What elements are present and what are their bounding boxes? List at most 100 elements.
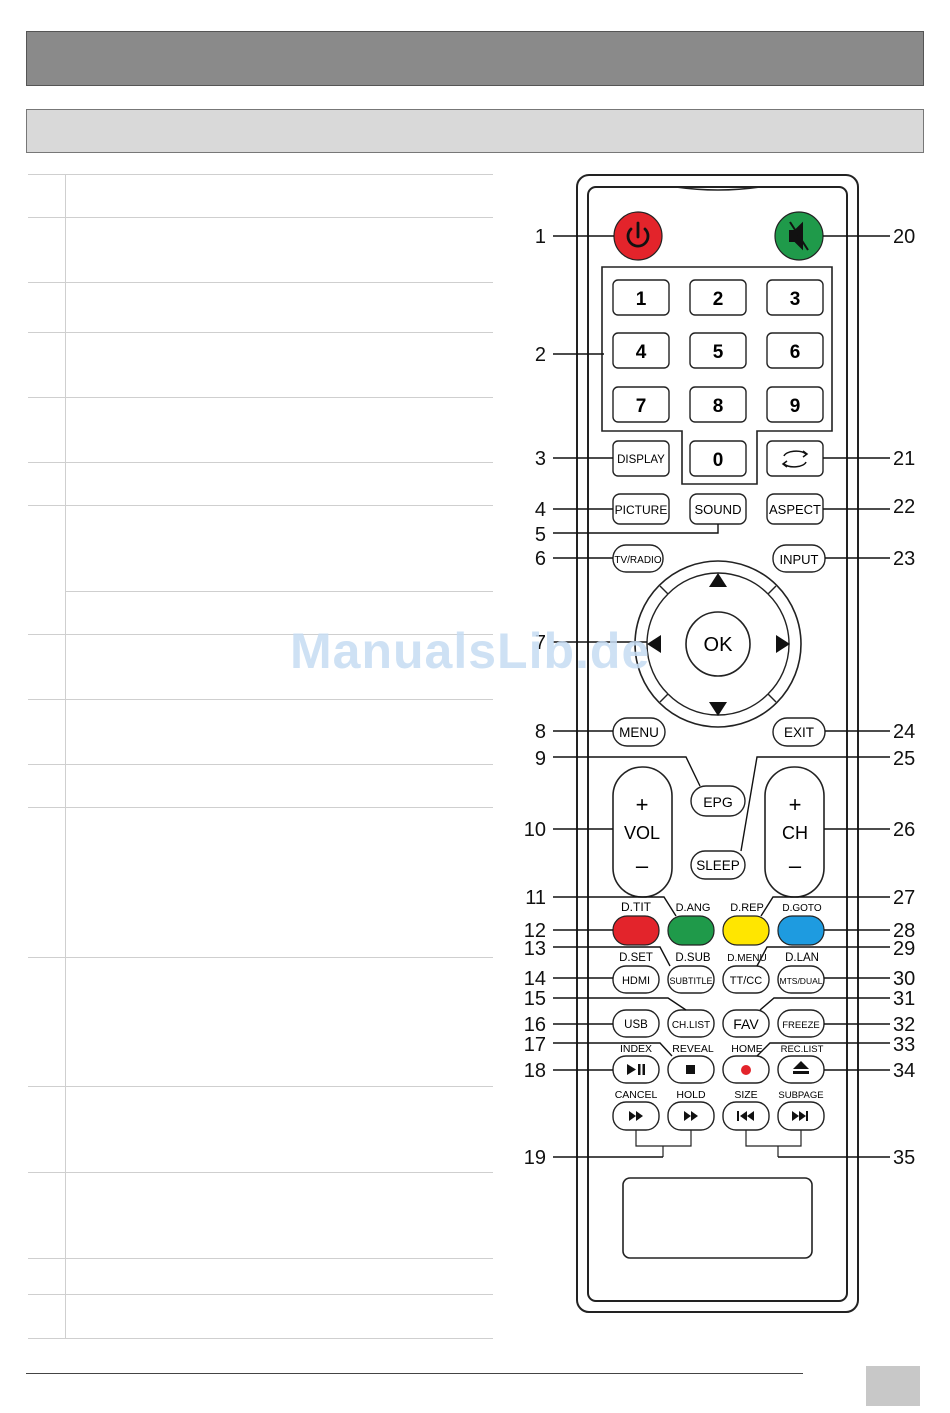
- callout-8: 8: [535, 721, 546, 743]
- ok-button[interactable]: [685, 611, 751, 677]
- digit-6-label: 6: [790, 342, 801, 363]
- mts-dual-button[interactable]: [777, 965, 825, 994]
- sleep-button[interactable]: [690, 850, 746, 880]
- freeze-label: FREEZE: [782, 1020, 819, 1031]
- callout-12: 12: [524, 920, 546, 942]
- sleep-label: SLEEP: [696, 858, 740, 873]
- rec-list-label: REC.LIST: [781, 1044, 824, 1055]
- d-ang-label: D.ANG: [676, 902, 711, 914]
- subpage-label: SUBPAGE: [778, 1090, 823, 1101]
- callout-20: 20: [893, 226, 915, 248]
- ok-label: OK: [704, 634, 734, 656]
- d-rep-label: D.REP: [730, 902, 764, 914]
- digit-9-button[interactable]: [766, 386, 824, 423]
- callout-14: 14: [524, 968, 546, 990]
- callout-16: 16: [524, 1014, 546, 1036]
- callout-numbers-left: 1 2 3 4 5 6 7 8 9 10 11 12 13 14 15 16 1…: [524, 226, 546, 1169]
- table-row-line: [28, 1258, 493, 1259]
- exit-button[interactable]: [772, 717, 826, 747]
- channel-label: CH: [782, 823, 808, 843]
- table-row-line: [28, 764, 493, 765]
- digit-5-label: 5: [713, 342, 724, 363]
- callout-32: 32: [893, 1014, 915, 1036]
- nav-right-arrow-icon[interactable]: [776, 635, 790, 653]
- remote-top-notch: [675, 186, 761, 191]
- recall-icon: [781, 450, 809, 468]
- digit-4-label: 4: [636, 342, 647, 363]
- green-button[interactable]: [667, 915, 715, 946]
- digit-2-label: 2: [713, 289, 724, 310]
- ch-list-button[interactable]: [667, 1009, 715, 1038]
- callout-28: 28: [893, 920, 915, 942]
- cancel-label: CANCEL: [615, 1089, 658, 1101]
- digit-1-label: 1: [636, 289, 647, 310]
- rewind-icon: [629, 1111, 643, 1121]
- callout-22: 22: [893, 496, 915, 518]
- callout-29: 29: [893, 938, 915, 960]
- callout-34: 34: [893, 1060, 915, 1082]
- subtitle-label: SUBTITLE: [669, 976, 712, 986]
- table-row-line: [28, 505, 493, 506]
- epg-label: EPG: [703, 794, 733, 810]
- table-column-divider: [65, 174, 66, 1339]
- epg-button[interactable]: [690, 785, 746, 817]
- digit-8-button[interactable]: [689, 386, 747, 423]
- menu-button[interactable]: [612, 717, 666, 747]
- fav-button[interactable]: [722, 1009, 770, 1038]
- nav-up-arrow-icon[interactable]: [709, 573, 727, 587]
- callout-10: 10: [524, 819, 546, 841]
- callout-13: 13: [524, 938, 546, 960]
- digit-5-button[interactable]: [689, 332, 747, 369]
- recall-button[interactable]: [766, 440, 824, 477]
- digit-4-button[interactable]: [612, 332, 670, 369]
- digit-0-button[interactable]: [689, 440, 747, 477]
- description-table: [28, 174, 493, 1339]
- size-label: SIZE: [734, 1089, 757, 1101]
- hdmi-label: HDMI: [622, 975, 650, 987]
- digit-1-button[interactable]: [612, 279, 670, 316]
- display-label: DISPLAY: [617, 454, 665, 466]
- hold-label: HOLD: [676, 1089, 706, 1101]
- digit-2-button[interactable]: [689, 279, 747, 316]
- channel-up-label: +: [789, 792, 802, 817]
- bracket-35: [745, 1130, 802, 1157]
- nav-down-arrow-icon[interactable]: [709, 702, 727, 716]
- table-row-line: [28, 462, 493, 463]
- record-icon: [741, 1065, 751, 1075]
- digit-3-button[interactable]: [766, 279, 824, 316]
- volume-down-label: –: [636, 853, 649, 878]
- table-row-line: [28, 1338, 493, 1339]
- sound-label: SOUND: [695, 502, 742, 517]
- callout-35: 35: [893, 1147, 915, 1169]
- red-button[interactable]: [612, 915, 660, 946]
- digit-9-label: 9: [790, 396, 801, 417]
- table-row-line: [28, 807, 493, 808]
- digit-6-button[interactable]: [766, 332, 824, 369]
- hdmi-button[interactable]: [612, 965, 660, 994]
- digit-7-label: 7: [636, 396, 647, 417]
- blue-button[interactable]: [777, 915, 825, 946]
- subtitle-button[interactable]: [667, 965, 715, 994]
- eject-button[interactable]: [777, 1055, 825, 1084]
- callout-17: 17: [524, 1034, 546, 1056]
- callout-31: 31: [893, 988, 915, 1010]
- callout-lines-left: [553, 235, 719, 1158]
- usb-label: USB: [624, 1019, 648, 1031]
- d-lan-label: D.LAN: [785, 952, 819, 964]
- tt-cc-button[interactable]: [722, 965, 770, 994]
- page-number-box: [866, 1366, 920, 1406]
- fast-forward-icon: [684, 1111, 698, 1121]
- callout-27: 27: [893, 887, 915, 909]
- callout-26: 26: [893, 819, 915, 841]
- callout-6: 6: [535, 548, 546, 570]
- digit-keypad: 1 2 3 4 5 6 7 8 9 0: [612, 279, 824, 477]
- nav-left-arrow-icon[interactable]: [647, 635, 661, 653]
- digit-7-button[interactable]: [612, 386, 670, 423]
- yellow-button[interactable]: [722, 915, 770, 946]
- play-pause-icon: [627, 1064, 645, 1075]
- table-row-line: [28, 217, 493, 218]
- d-set-label: D.SET: [619, 952, 653, 964]
- callout-19: 19: [524, 1147, 546, 1169]
- section-bar: [26, 109, 924, 153]
- bracket-19: [635, 1130, 692, 1157]
